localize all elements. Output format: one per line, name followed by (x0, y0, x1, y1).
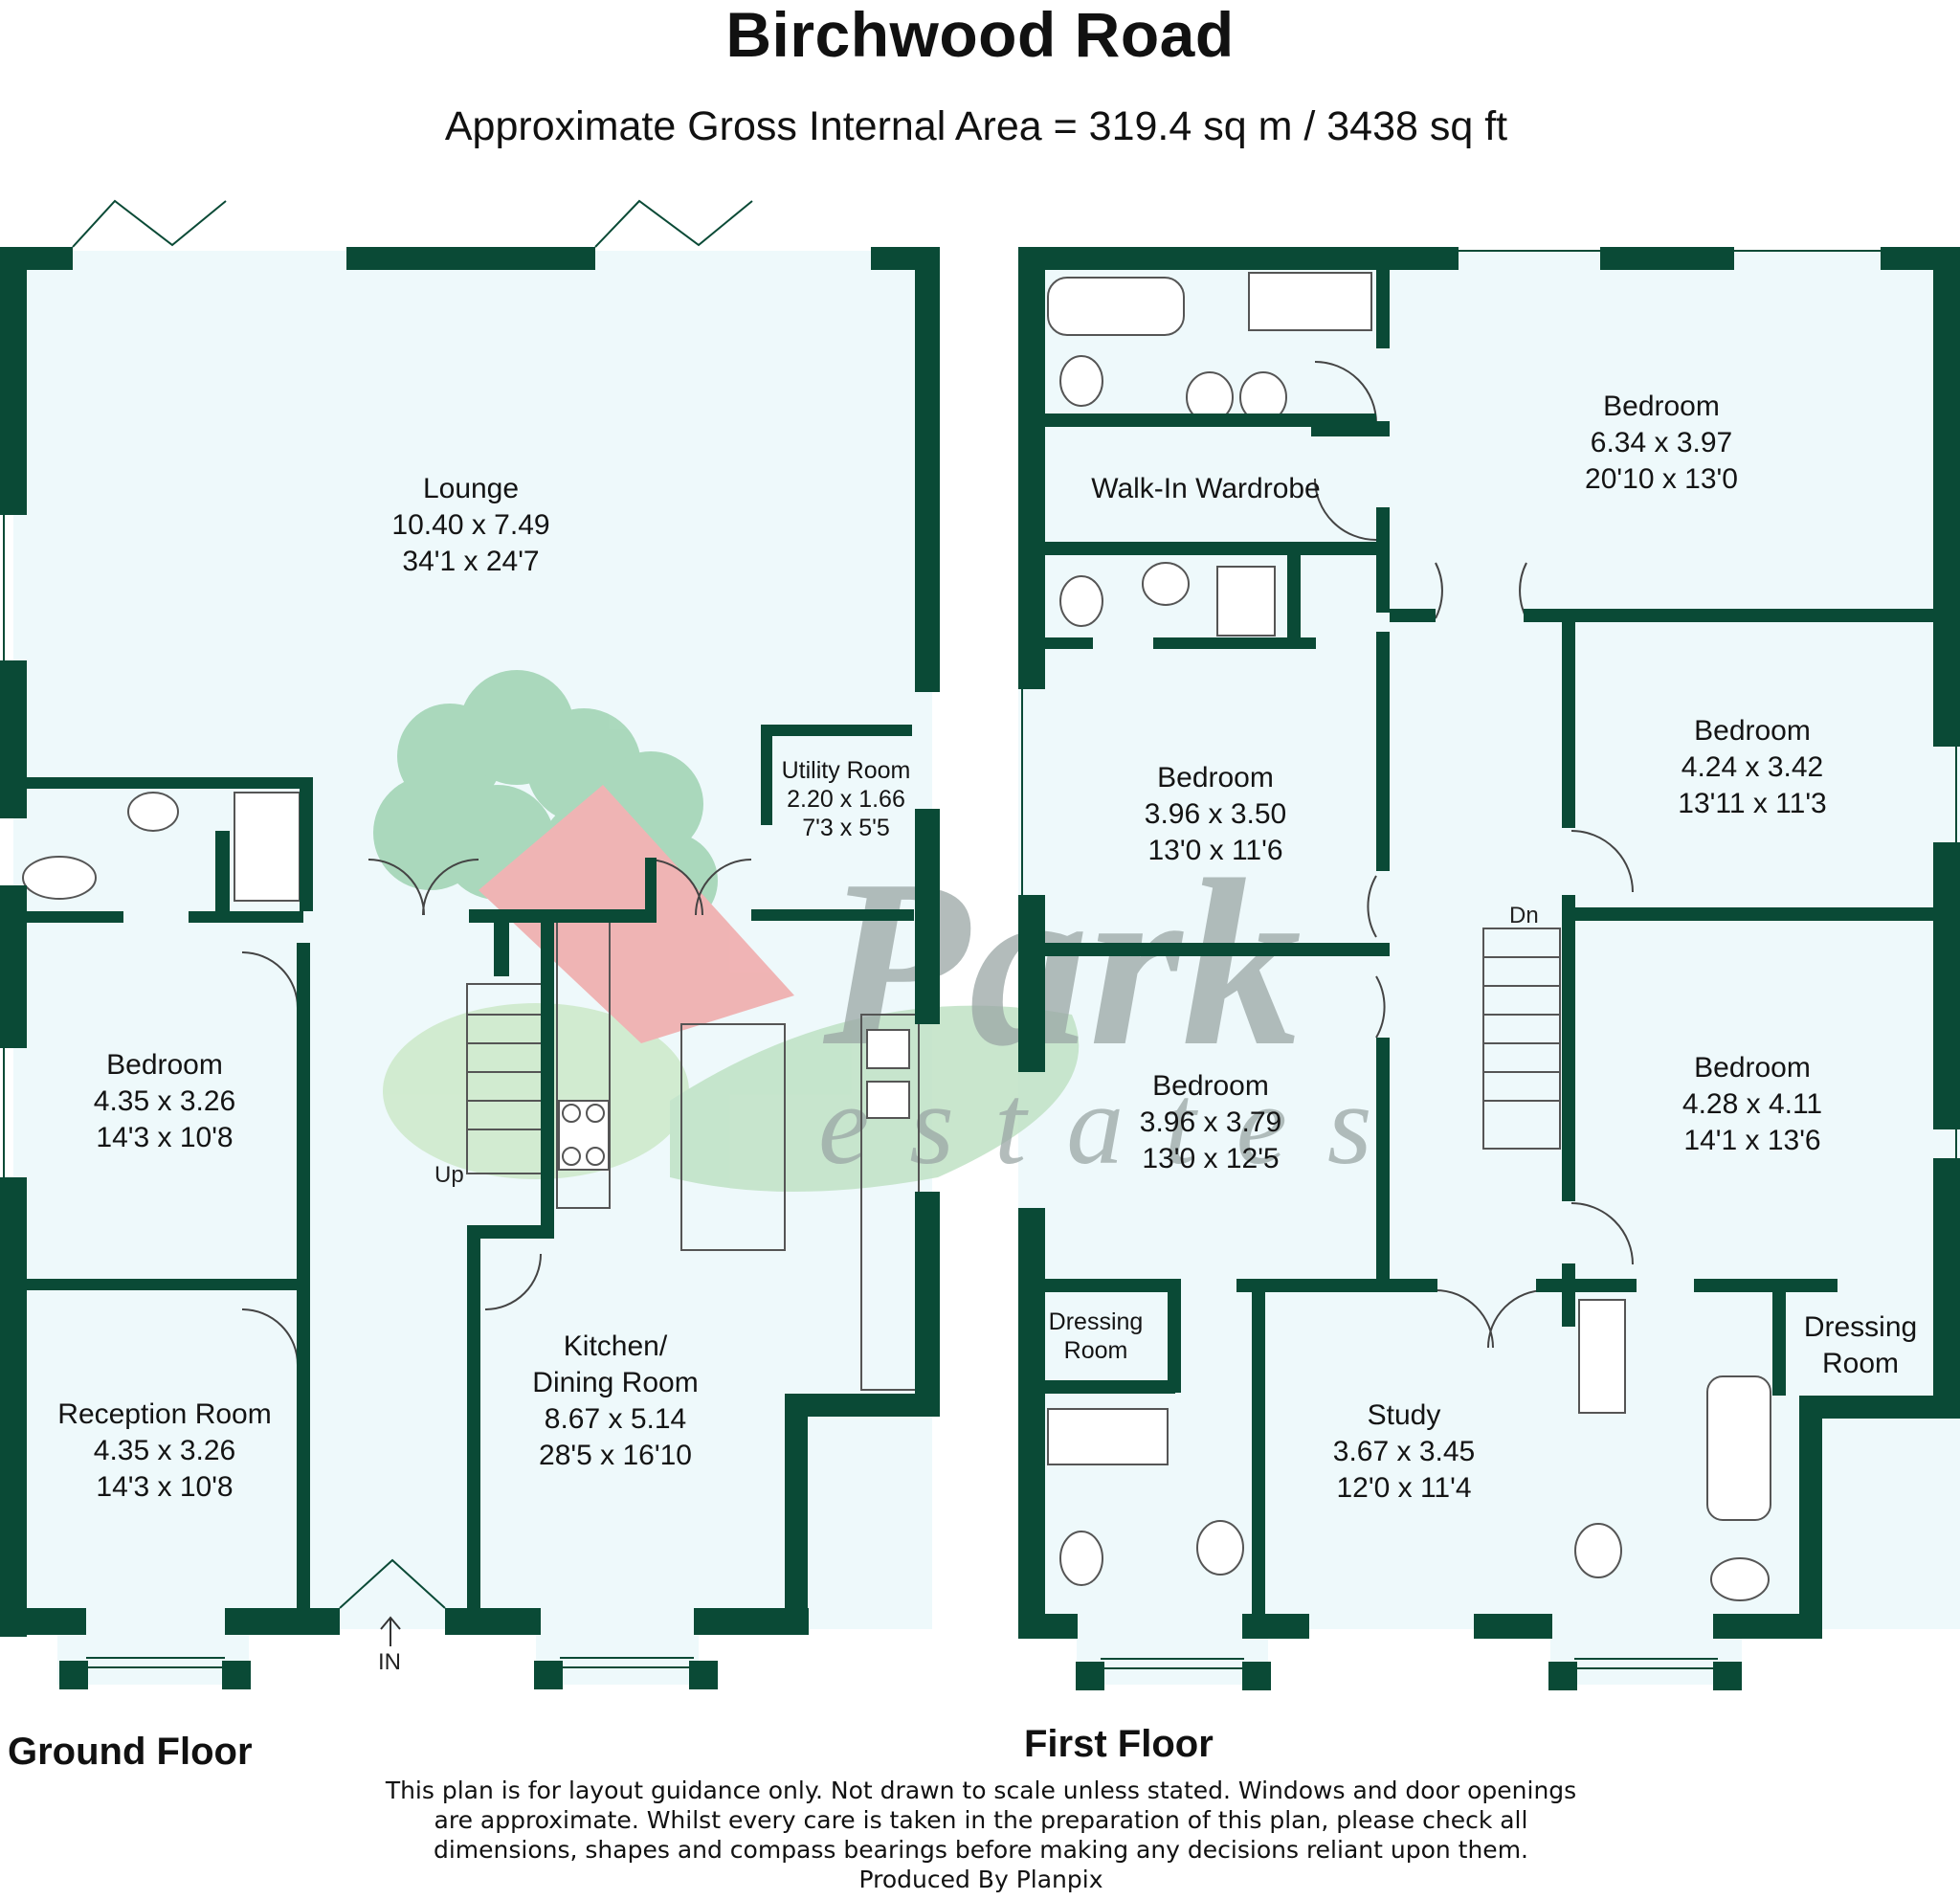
room-metric: 8.67 x 5.14 (544, 1403, 687, 1435)
room-imperial: 13'0 x 12'5 (1142, 1143, 1280, 1174)
disclaimer-line-1: This plan is for layout guidance only. N… (385, 1777, 1577, 1804)
room-metric: 4.28 x 4.11 (1682, 1088, 1823, 1120)
room-imperial: 12'0 x 11'4 (1336, 1472, 1472, 1504)
room-bedroom-3: Bedroom 4.24 x 3.42 13'11 x 11'3 (1678, 713, 1826, 822)
room-name-line2: Room (1063, 1337, 1128, 1364)
room-name: Bedroom (1603, 391, 1720, 422)
room-imperial: 20'10 x 13'0 (1585, 463, 1738, 495)
room-metric: 3.96 x 3.79 (1139, 1106, 1282, 1138)
room-name: Study (1367, 1399, 1441, 1431)
room-name: Dressing (1048, 1308, 1144, 1335)
room-name: Bedroom (1694, 715, 1811, 747)
room-name: Reception Room (57, 1398, 272, 1430)
room-name: Kitchen/ (563, 1330, 668, 1362)
stairs-up-label: Up (434, 1162, 464, 1188)
entrance-arrow-icon (380, 1616, 401, 1646)
floor-area (13, 251, 1960, 1685)
walls (0, 247, 1960, 1690)
room-main-bedroom: Bedroom 6.34 x 3.97 20'10 x 13'0 (1585, 389, 1738, 498)
room-name: Utility Room (781, 757, 911, 784)
room-study: Study 3.67 x 3.45 12'0 x 11'4 (1333, 1397, 1475, 1507)
room-name: Bedroom (106, 1049, 223, 1081)
room-bedroom-5: Bedroom 4.28 x 4.11 14'1 x 13'6 (1682, 1050, 1822, 1159)
room-name: Walk-In Wardrobe (1091, 473, 1321, 504)
door-swings (241, 361, 1634, 1366)
room-name: Bedroom (1152, 1070, 1269, 1102)
room-kitchen: Kitchen/ Dining Room 8.67 x 5.14 28'5 x … (532, 1329, 698, 1474)
room-imperial: 14'1 x 13'6 (1683, 1125, 1821, 1156)
room-name: Bedroom (1694, 1052, 1811, 1084)
room-name: Bedroom (1157, 762, 1274, 794)
room-metric: 4.35 x 3.26 (93, 1435, 236, 1466)
disclaimer-line-4: Produced By Planpix (858, 1866, 1103, 1893)
room-imperial: 13'0 x 11'6 (1147, 835, 1283, 866)
room-reception: Reception Room 4.35 x 3.26 14'3 x 10'8 (57, 1397, 271, 1506)
fixtures (22, 272, 1771, 1601)
room-walk-in-wardrobe: Walk-In Wardrobe (1091, 471, 1321, 507)
room-metric: 2.20 x 1.66 (787, 786, 905, 813)
disclaimer: This plan is for layout guidance only. N… (325, 1776, 1637, 1894)
room-metric: 6.34 x 3.97 (1590, 427, 1733, 458)
windows (3, 199, 1957, 1669)
room-name-line2: Dining Room (532, 1367, 699, 1398)
room-lounge: Lounge 10.40 x 7.49 34'1 x 24'7 (391, 471, 549, 580)
room-utility: Utility Room 2.20 x 1.66 7'3 x 5'5 (782, 756, 911, 842)
room-metric: 4.35 x 3.26 (93, 1085, 236, 1117)
first-floor-label: First Floor (1024, 1723, 1214, 1765)
watermark-estates: e s t a t e s (818, 1061, 1378, 1188)
stairs-down-label: Dn (1509, 903, 1539, 928)
room-imperial: 28'5 x 16'10 (539, 1440, 692, 1471)
ground-floor-label: Ground Floor (8, 1731, 253, 1773)
room-metric: 4.24 x 3.42 (1681, 751, 1824, 783)
disclaimer-line-2: are approximate. Whilst every care is ta… (434, 1806, 1528, 1834)
gross-area: Approximate Gross Internal Area = 319.4 … (444, 103, 1508, 149)
room-imperial: 14'3 x 10'8 (96, 1122, 234, 1153)
page-title: Birchwood Road (725, 0, 1235, 70)
room-dressing-2: Dressing Room (1804, 1309, 1917, 1382)
room-metric: 3.67 x 3.45 (1332, 1436, 1476, 1467)
room-name-line2: Room (1821, 1348, 1900, 1379)
room-name: Dressing (1803, 1311, 1918, 1343)
room-imperial: 14'3 x 10'8 (96, 1471, 234, 1503)
room-bedroom-2: Bedroom 3.96 x 3.50 13'0 x 11'6 (1145, 760, 1286, 869)
room-bedroom-4: Bedroom 3.96 x 3.79 13'0 x 12'5 (1140, 1068, 1281, 1177)
room-imperial: 7'3 x 5'5 (802, 815, 890, 841)
entrance-label: IN (378, 1649, 401, 1675)
room-imperial: 34'1 x 24'7 (402, 546, 540, 577)
room-imperial: 13'11 x 11'3 (1678, 788, 1827, 819)
room-name: Lounge (422, 473, 520, 504)
room-metric: 3.96 x 3.50 (1144, 798, 1287, 830)
disclaimer-line-3: dimensions, shapes and compass bearings … (433, 1836, 1528, 1864)
room-gf-bedroom: Bedroom 4.35 x 3.26 14'3 x 10'8 (94, 1047, 235, 1156)
room-dressing-1: Dressing Room (1049, 1308, 1144, 1365)
room-metric: 10.40 x 7.49 (391, 509, 550, 541)
